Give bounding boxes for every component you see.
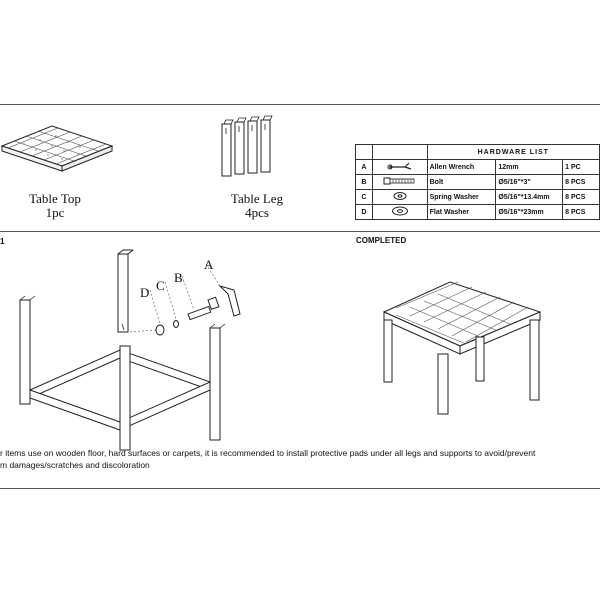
table-leg-caption: Table Leg 4pcs	[212, 192, 302, 220]
bolt-icon	[371, 174, 428, 190]
callout-a: A	[204, 257, 214, 272]
middle-divider	[0, 231, 600, 232]
hardware-row: D Flat Washer Ø5/16"*23mm 8 PCS	[355, 204, 600, 220]
table-top-qty: 1pc	[45, 205, 65, 220]
care-note-line-2: m damages/scratches and discoloration	[0, 460, 150, 470]
care-note-line-1: r items use on wooden floor, hard surfac…	[0, 448, 536, 458]
callout-c: C	[156, 278, 165, 293]
completed-table-illustration	[382, 281, 542, 415]
hardware-row: C Spring Washer Ø5/16"*13.4mm 8 PCS	[355, 189, 600, 205]
callout-d: D	[140, 285, 150, 300]
table-top-illustration	[0, 125, 114, 172]
hardware-list-table: HARDWARE LIST A Allen Wrench 12mm 1 PC B…	[355, 144, 600, 220]
assembly-diagram	[19, 249, 241, 451]
hardware-list-title: HARDWARE LIST	[426, 144, 600, 160]
completed-label: COMPLETED	[356, 236, 407, 245]
bottom-divider	[0, 488, 600, 489]
table-leg-qty: 4pcs	[245, 205, 269, 220]
table-top-caption: Table Top 1pc	[10, 192, 100, 220]
flat-washer-icon	[371, 204, 428, 220]
hardware-row: B Bolt Ø5/16"*3" 8 PCS	[355, 174, 600, 190]
step-label: 1	[0, 237, 5, 246]
spring-washer-icon	[371, 189, 428, 205]
hardware-row: A Allen Wrench 12mm 1 PC	[355, 159, 600, 175]
table-top-name: Table Top	[29, 191, 81, 206]
top-divider	[0, 104, 600, 105]
callout-b: B	[174, 270, 183, 285]
table-legs-illustration	[221, 115, 273, 177]
allen-wrench-icon	[371, 159, 428, 175]
table-leg-name: Table Leg	[230, 191, 284, 206]
